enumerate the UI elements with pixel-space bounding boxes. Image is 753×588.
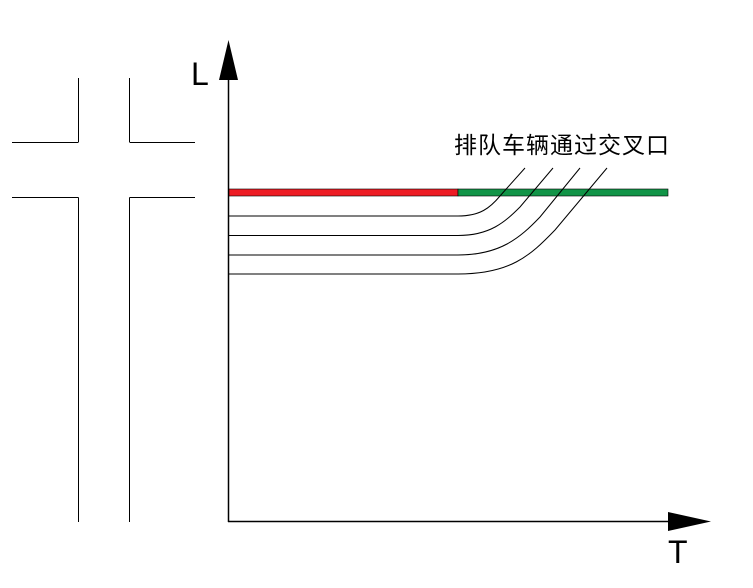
x-axis-label: T (668, 534, 688, 570)
x-axis-arrow (668, 512, 711, 531)
green-phase-bar (457, 188, 669, 197)
annotation-label: 排队车辆通过交叉口 (454, 133, 670, 159)
intersection-sketch (12, 78, 195, 522)
axes (219, 40, 711, 531)
vehicle-trajectory-1 (229, 167, 526, 217)
vehicle-trajectory-2 (229, 167, 554, 236)
y-axis-arrow (219, 40, 238, 80)
vehicle-trajectory-4 (229, 167, 608, 275)
red-phase-bar (228, 188, 459, 197)
vehicle-trajectory-3 (229, 167, 581, 256)
y-axis-label: L (191, 56, 209, 92)
vehicle-trajectories (229, 167, 608, 275)
